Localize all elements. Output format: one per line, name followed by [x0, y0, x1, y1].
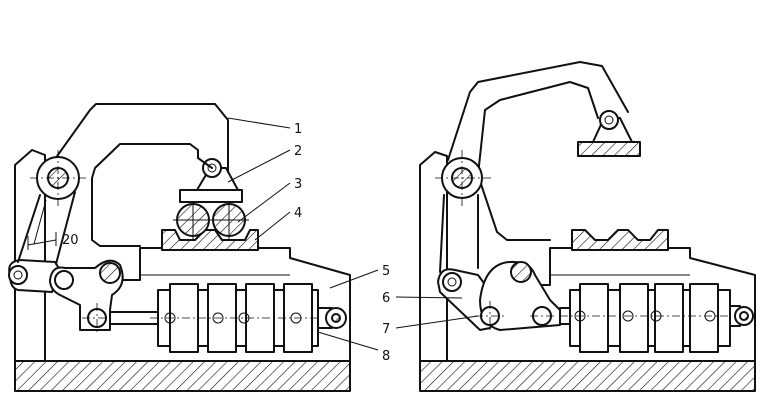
pressure-pad-2	[179, 189, 243, 203]
base-plate-left	[14, 360, 351, 392]
work-support-right	[571, 229, 669, 251]
workpiece-bars-3	[173, 200, 249, 240]
callout-8: 8	[382, 349, 390, 364]
callout-6: 6	[382, 291, 390, 306]
pressure-pad-open	[577, 141, 641, 157]
base-plate-right	[419, 360, 756, 392]
clamp-arm-open	[447, 61, 629, 241]
callout-4: 4	[294, 206, 302, 221]
callouts: 1 2 3 4 5 6 7 8	[227, 117, 479, 364]
callout-1: 1	[294, 122, 302, 137]
left-view: 20	[8, 103, 351, 392]
callout-7: 7	[382, 322, 390, 337]
cylinder-right	[559, 283, 755, 353]
cylinder-8-left	[150, 283, 347, 353]
right-view	[419, 61, 756, 392]
fixture-body-right	[419, 151, 448, 362]
work-support-4	[161, 229, 259, 251]
callout-3: 3	[294, 177, 302, 192]
callout-5: 5	[382, 264, 390, 279]
callout-2: 2	[294, 144, 302, 159]
clamp-arm-1	[39, 103, 229, 247]
dimension-20: 20	[62, 233, 79, 248]
